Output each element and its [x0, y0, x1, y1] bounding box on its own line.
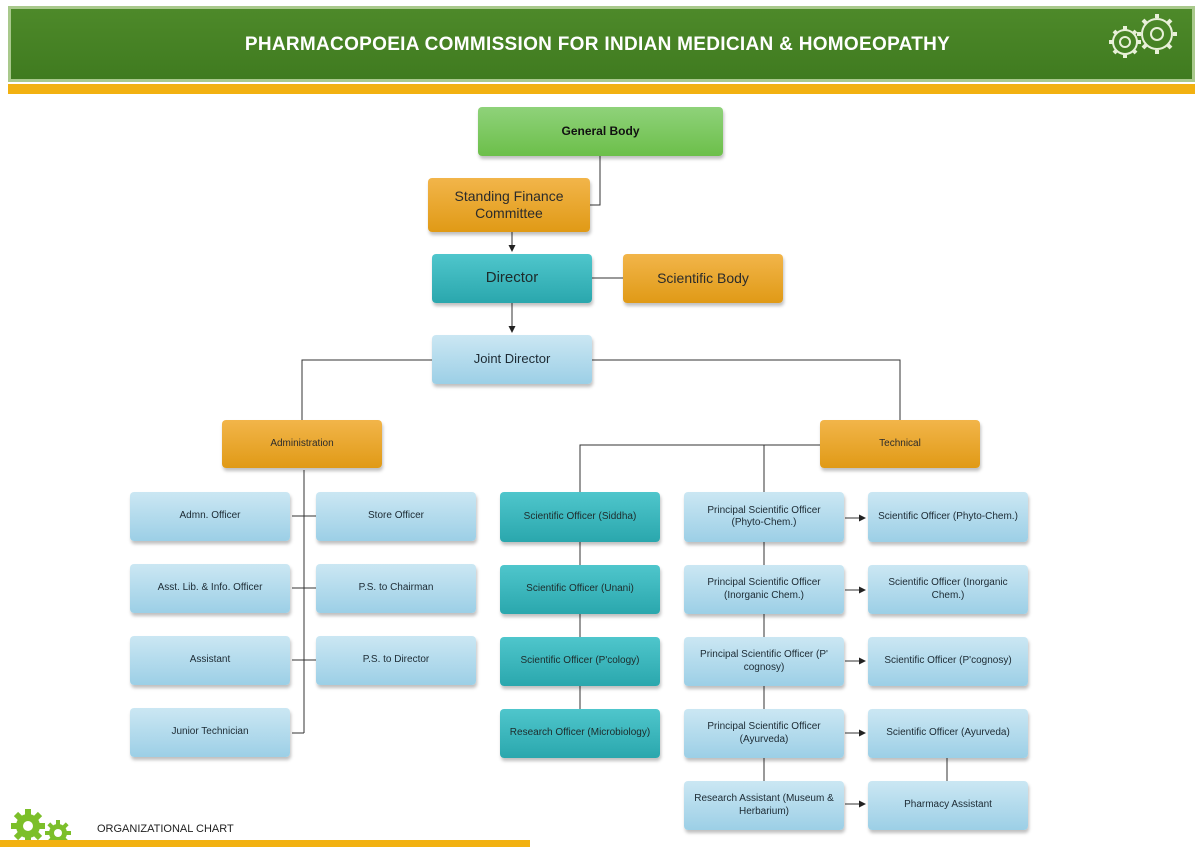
- banner-stripe: [8, 84, 1195, 94]
- subordinate-officer-box: Scientific Officer (Inorganic Chem.): [868, 565, 1028, 614]
- footer-stripe: [0, 840, 530, 847]
- header-banner: PHARMACOPOEIA COMMISSION FOR INDIAN MEDI…: [0, 0, 1195, 98]
- pharmacy-assistant-box: Pharmacy Assistant: [868, 781, 1028, 830]
- subordinate-officer-box: Scientific Officer (Ayurveda): [868, 709, 1028, 758]
- banner-background: [8, 6, 1195, 82]
- director-box: Director: [432, 254, 592, 303]
- subordinate-officer-box: Scientific Officer (P'cognosy): [868, 637, 1028, 686]
- subordinate-officer-box: Scientific Officer (Phyto-Chem.): [868, 492, 1028, 542]
- research-assistant-box: Research Assistant (Museum & Herbarium): [684, 781, 844, 830]
- admin-staff-box: Store Officer: [316, 492, 476, 541]
- gears-icon: [11, 809, 71, 846]
- general-body-box: General Body: [478, 107, 723, 156]
- technical-box: Technical: [820, 420, 980, 468]
- scientific-officer-box: Scientific Officer (Unani): [500, 565, 660, 614]
- gears-icon: [1109, 14, 1177, 58]
- admin-staff-box: P.S. to Chairman: [316, 564, 476, 613]
- page-title: PHARMACOPOEIA COMMISSION FOR INDIAN MEDI…: [244, 34, 951, 55]
- principal-officer-box: Principal Scientific Officer (Ayurveda): [684, 709, 844, 758]
- footer-label: ORGANIZATIONAL CHART: [97, 823, 234, 835]
- scientific-officer-box: Scientific Officer (Siddha): [500, 492, 660, 542]
- scientific-officer-box: Scientific Officer (P'cology): [500, 637, 660, 686]
- admin-staff-box: Junior Technician: [130, 708, 290, 757]
- standing-finance-committee-box: Standing Finance Committee: [428, 178, 590, 232]
- admin-staff-box: Admn. Officer: [130, 492, 290, 541]
- research-officer-box: Research Officer (Microbiology): [500, 709, 660, 758]
- principal-officer-box: Principal Scientific Officer (P' cognosy…: [684, 637, 844, 686]
- admin-staff-box: Assistant: [130, 636, 290, 685]
- joint-director-box: Joint Director: [432, 335, 592, 384]
- administration-box: Administration: [222, 420, 382, 468]
- principal-officer-box: Principal Scientific Officer (Inorganic …: [684, 565, 844, 614]
- admin-staff-box: P.S. to Director: [316, 636, 476, 685]
- principal-officer-box: Principal Scientific Officer (Phyto-Chem…: [684, 492, 844, 542]
- scientific-body-box: Scientific Body: [623, 254, 783, 303]
- admin-staff-box: Asst. Lib. & Info. Officer: [130, 564, 290, 613]
